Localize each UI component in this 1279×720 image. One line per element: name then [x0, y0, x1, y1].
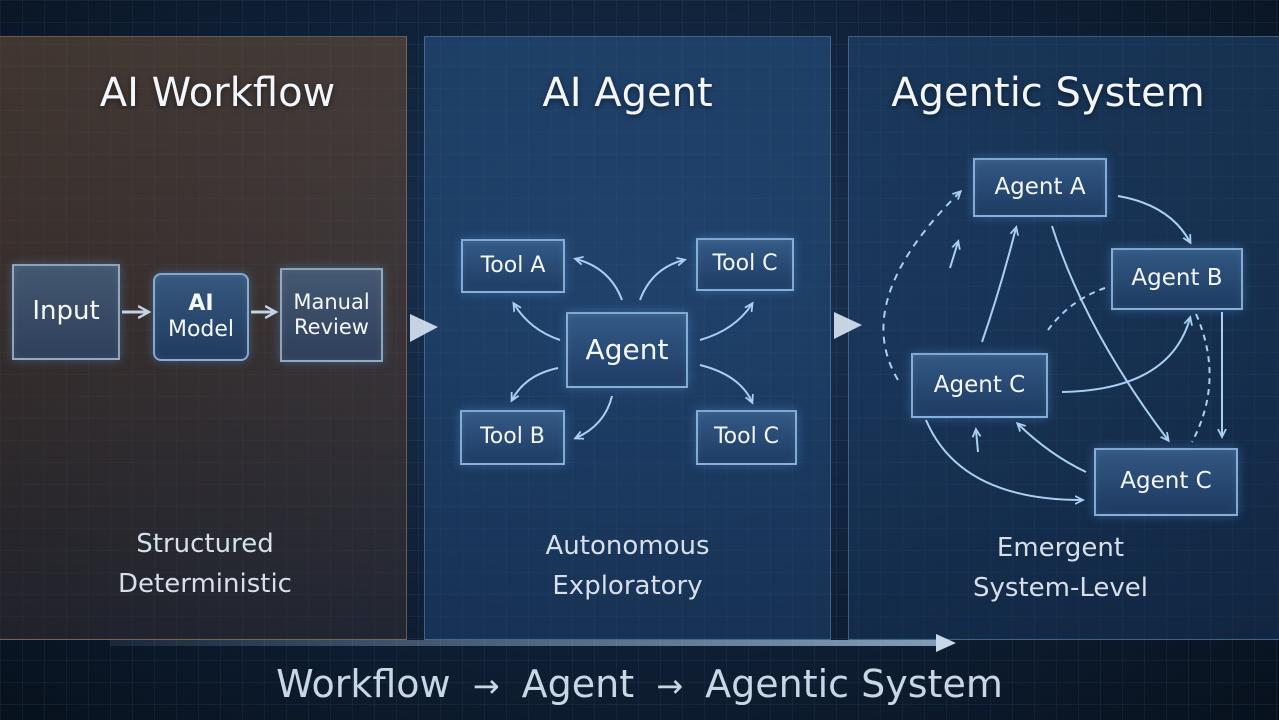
node-manual-review-line1: Manual: [293, 289, 370, 314]
node-agent: Agent: [566, 312, 688, 388]
chevron-separator-2: [834, 312, 862, 339]
progress-bar: [110, 640, 940, 646]
caption-ai-workflow-line1: Structured: [136, 529, 274, 559]
footer-agentic-system: Agentic System: [705, 662, 1003, 706]
panel-title-ai-workflow: AI Workflow: [99, 70, 336, 116]
node-agent-c-bottom-label: Agent C: [1120, 468, 1212, 495]
caption-agentic-system-line2: System-Level: [973, 573, 1148, 603]
arrow-small-up-center: [976, 430, 978, 453]
arrow-agent-a-to-agent-b: [1117, 195, 1190, 242]
node-agent-a-label: Agent A: [994, 173, 1086, 200]
node-input-label: Input: [32, 296, 100, 327]
arrow-agent-b-dashed: [1191, 313, 1211, 443]
arrow-agent-to-tool-b: [576, 395, 613, 438]
arrow-small-up-left: [949, 242, 958, 269]
node-manual-review-line2: Review: [294, 315, 369, 339]
node-agent-b: Agent B: [1111, 248, 1243, 310]
node-agent-label: Agent: [585, 333, 669, 367]
footer-agent: Agent: [521, 662, 635, 706]
caption-ai-agent: Autonomous Exploratory: [424, 526, 831, 606]
progress-bar-arrowhead: [936, 634, 956, 652]
node-tool-c-top: Tool C: [696, 238, 794, 291]
panel-title-ai-agent: AI Agent: [542, 70, 713, 116]
node-tool-a-label: Tool A: [480, 252, 546, 278]
caption-ai-agent-line1: Autonomous: [545, 531, 710, 561]
arrow-agent-to-tool-b-left: [512, 367, 559, 400]
footer-arrow-2: →: [656, 667, 684, 705]
arrow-agent-to-tool-a: [576, 259, 623, 301]
panel-title-agentic-system: Agentic System: [891, 70, 1205, 116]
node-ai-model-line2: Model: [167, 317, 235, 342]
caption-agentic-system: Emergent System-Level: [848, 528, 1273, 608]
arrow-agent-c-bottom-to-agent-c-left: [1018, 424, 1087, 473]
node-input: Input: [12, 264, 120, 360]
node-ai-model-line1: AI: [188, 290, 214, 316]
panel-agentic-system: [848, 36, 1279, 640]
caption-ai-workflow-line2: Deterministic: [118, 569, 292, 599]
arrow-agent-a-to-agent-c-bottom: [1051, 225, 1168, 440]
node-tool-b: Tool B: [460, 410, 565, 465]
node-tool-a: Tool A: [461, 239, 565, 293]
footer-arrow-1: →: [472, 667, 500, 705]
node-agent-c-bottom: Agent C: [1094, 448, 1238, 516]
arrow-agent-c-left-to-agent-a: [981, 228, 1016, 343]
node-agent-b-label: Agent B: [1131, 265, 1223, 292]
caption-agentic-system-line1: Emergent: [996, 533, 1125, 563]
chevron-separator-1: [410, 314, 438, 342]
node-tool-c-bottom: Tool C: [696, 410, 797, 465]
node-ai-model: AI Model: [153, 273, 249, 361]
footer-progression: Workflow → Agent → Agentic System: [0, 662, 1279, 706]
caption-ai-workflow: Structured Deterministic: [0, 524, 410, 604]
node-manual-review: Manual Review: [280, 268, 383, 362]
node-tool-b-label: Tool B: [480, 424, 545, 450]
arrow-agent-up-left: [514, 304, 561, 341]
arrow-agent-c-left-loop: [925, 419, 1082, 500]
caption-ai-agent-line2: Exploratory: [552, 571, 703, 601]
arrow-agent-b-to-agent-c-left: [1047, 287, 1106, 331]
node-tool-c-bottom-label: Tool C: [713, 424, 780, 450]
node-agent-a: Agent A: [973, 158, 1107, 217]
arrow-agent-to-tool-c-top: [639, 260, 684, 301]
arrow-agent-to-tool-c-bottom: [699, 364, 752, 402]
node-tool-c-top-label: Tool C: [712, 251, 778, 277]
node-agent-c-left-label: Agent C: [933, 371, 1026, 398]
node-agent-c-left: Agent C: [911, 353, 1048, 418]
arrow-agent-c-left-to-agent-b: [1061, 318, 1190, 393]
arrow-agent-up-right: [699, 304, 752, 341]
footer-workflow: Workflow: [276, 662, 451, 706]
